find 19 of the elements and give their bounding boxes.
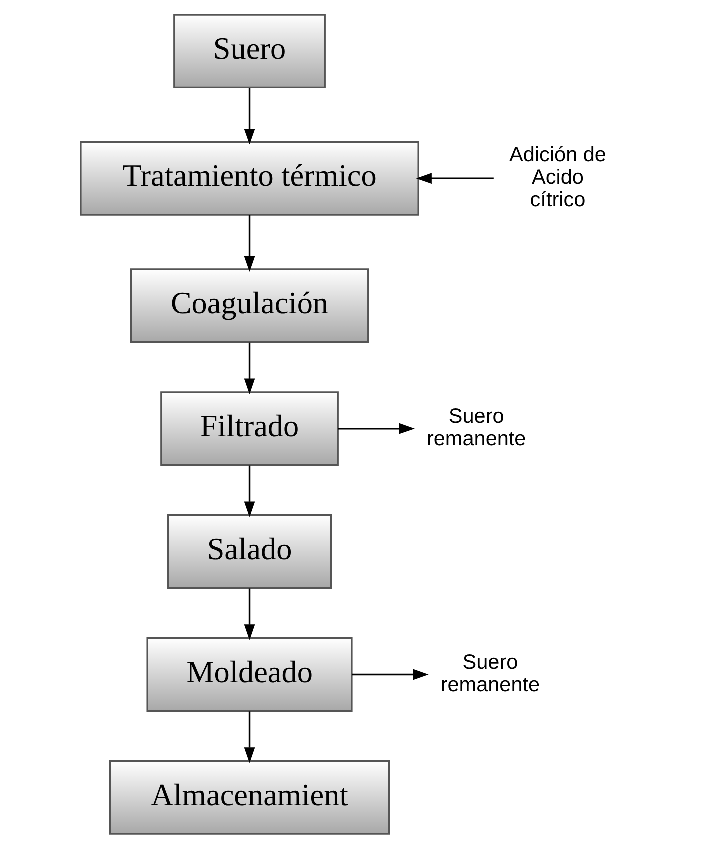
arrow bbox=[244, 588, 256, 640]
node-box: Tratamiento térmico bbox=[80, 141, 420, 216]
node-box: Filtrado bbox=[160, 392, 339, 466]
node-box: Moldeado bbox=[146, 638, 353, 712]
node-box: Almacenamient bbox=[110, 760, 390, 835]
arrow bbox=[244, 712, 256, 764]
arrow bbox=[352, 669, 429, 680]
arrow bbox=[416, 173, 494, 184]
node-text: Suero remanente bbox=[440, 650, 540, 696]
arrow bbox=[244, 88, 256, 145]
node-box: Suero bbox=[174, 14, 326, 89]
node-box: Coagulación bbox=[130, 268, 370, 344]
node-text: Suero remanente bbox=[426, 404, 526, 450]
arrow bbox=[244, 216, 256, 272]
node-box: Salado bbox=[168, 514, 332, 589]
arrow bbox=[244, 342, 256, 394]
node-text: Adición de Acido cítrico bbox=[510, 143, 606, 212]
arrow bbox=[244, 466, 256, 518]
arrow bbox=[338, 423, 415, 434]
